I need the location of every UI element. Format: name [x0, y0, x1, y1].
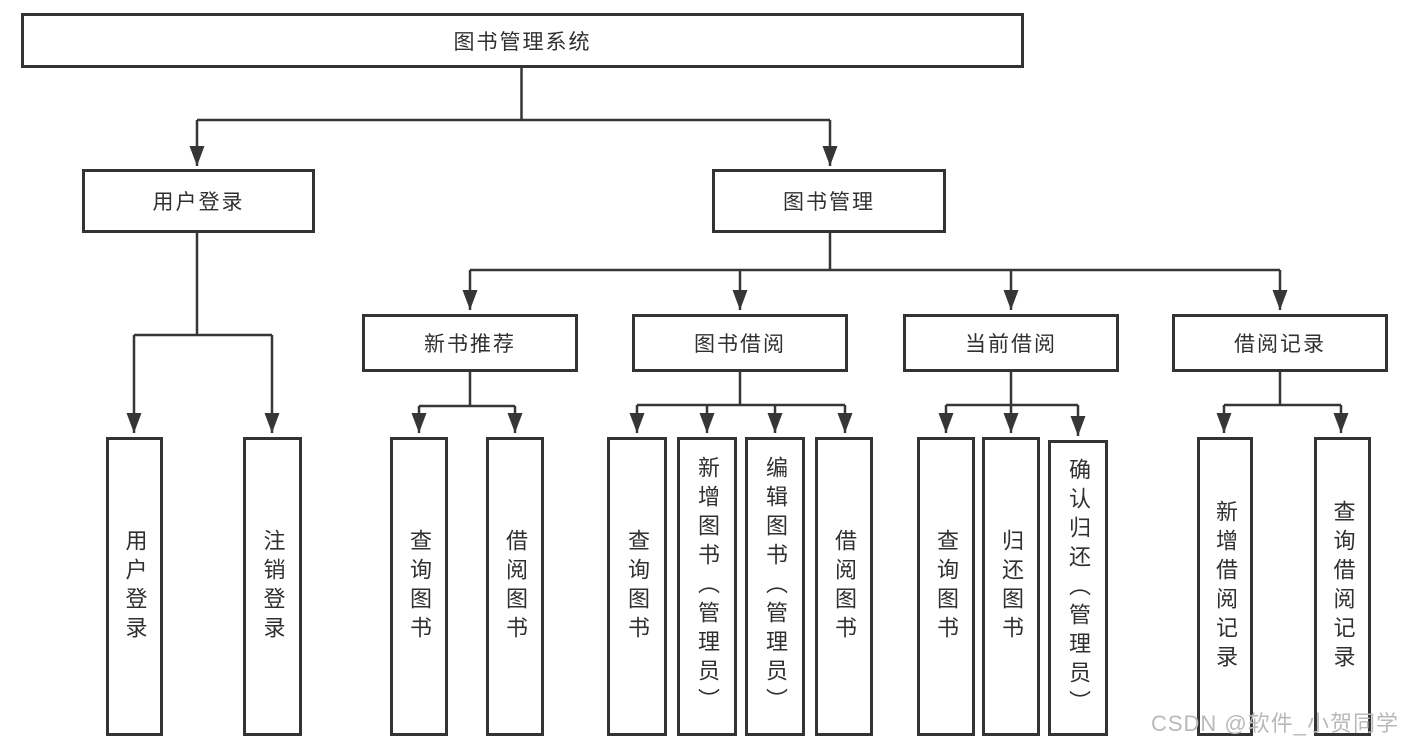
- leaf-edit-books-admin: 编辑图书（管理员）: [745, 437, 805, 736]
- node-label: 图书借阅: [694, 333, 786, 356]
- node-label: 查询借阅记录: [1330, 499, 1356, 674]
- node-borrowing-records: 借阅记录: [1172, 314, 1388, 372]
- connector-book-mgmt-to-level3: [462, 233, 1288, 310]
- leaf-borrow-books: 借阅图书: [815, 437, 873, 736]
- leaf-return-books: 归还图书: [982, 437, 1040, 736]
- node-label: 新增借阅记录: [1213, 499, 1238, 674]
- node-label: 图书管理: [783, 191, 875, 214]
- leaf-query-books-borrow: 查询图书: [607, 437, 667, 736]
- leaf-borrow-books-newbook: 借阅图书: [486, 437, 544, 736]
- node-label: 注销登录: [260, 528, 286, 645]
- node-label: 归还图书: [999, 528, 1024, 645]
- leaf-query-books-current: 查询图书: [917, 437, 975, 736]
- connector-root-to-level2: [189, 68, 838, 166]
- leaf-query-borrow-record: 查询借阅记录: [1314, 437, 1371, 736]
- leaf-logout: 注销登录: [243, 437, 302, 736]
- connector-borrow-record-children: [1216, 372, 1349, 433]
- connector-new-book-children: [411, 372, 523, 433]
- node-label: 查询图书: [407, 528, 432, 645]
- node-label: 查询图书: [625, 528, 650, 645]
- node-label: 图书管理系统: [453, 30, 592, 54]
- node-label: 编辑图书（管理员）: [763, 456, 788, 717]
- connector-book-borrow-children: [629, 372, 853, 433]
- node-new-book-recommendation: 新书推荐: [362, 314, 578, 372]
- node-label: 确认归还（管理员）: [1066, 457, 1091, 719]
- leaf-confirm-return-admin: 确认归还（管理员）: [1048, 440, 1108, 736]
- node-label: 当前借阅: [965, 333, 1057, 356]
- leaf-user-login: 用户登录: [106, 437, 163, 736]
- node-book-borrowing: 图书借阅: [632, 314, 848, 372]
- node-label: 用户登录: [152, 191, 245, 214]
- node-library-management-system: 图书管理系统: [21, 13, 1024, 68]
- node-label: 借阅图书: [832, 528, 857, 645]
- node-current-borrowing: 当前借阅: [903, 314, 1119, 372]
- connector-user-login-children: [126, 233, 280, 433]
- node-user-login: 用户登录: [82, 169, 315, 233]
- leaf-add-borrow-record: 新增借阅记录: [1197, 437, 1253, 736]
- node-label: 新书推荐: [424, 333, 516, 356]
- csdn-watermark: CSDN @软件_小贺同学: [1150, 711, 1399, 736]
- leaf-add-books-admin: 新增图书（管理员）: [677, 437, 737, 736]
- node-label: 新增图书（管理员）: [695, 456, 720, 717]
- node-label: 借阅记录: [1234, 333, 1326, 356]
- connector-current-borrow-children: [938, 372, 1086, 436]
- node-book-management: 图书管理: [712, 169, 946, 233]
- node-label: 借阅图书: [503, 528, 528, 645]
- node-label: 查询图书: [934, 528, 959, 645]
- leaf-query-books-newbook: 查询图书: [390, 437, 448, 736]
- node-label: 用户登录: [122, 528, 148, 645]
